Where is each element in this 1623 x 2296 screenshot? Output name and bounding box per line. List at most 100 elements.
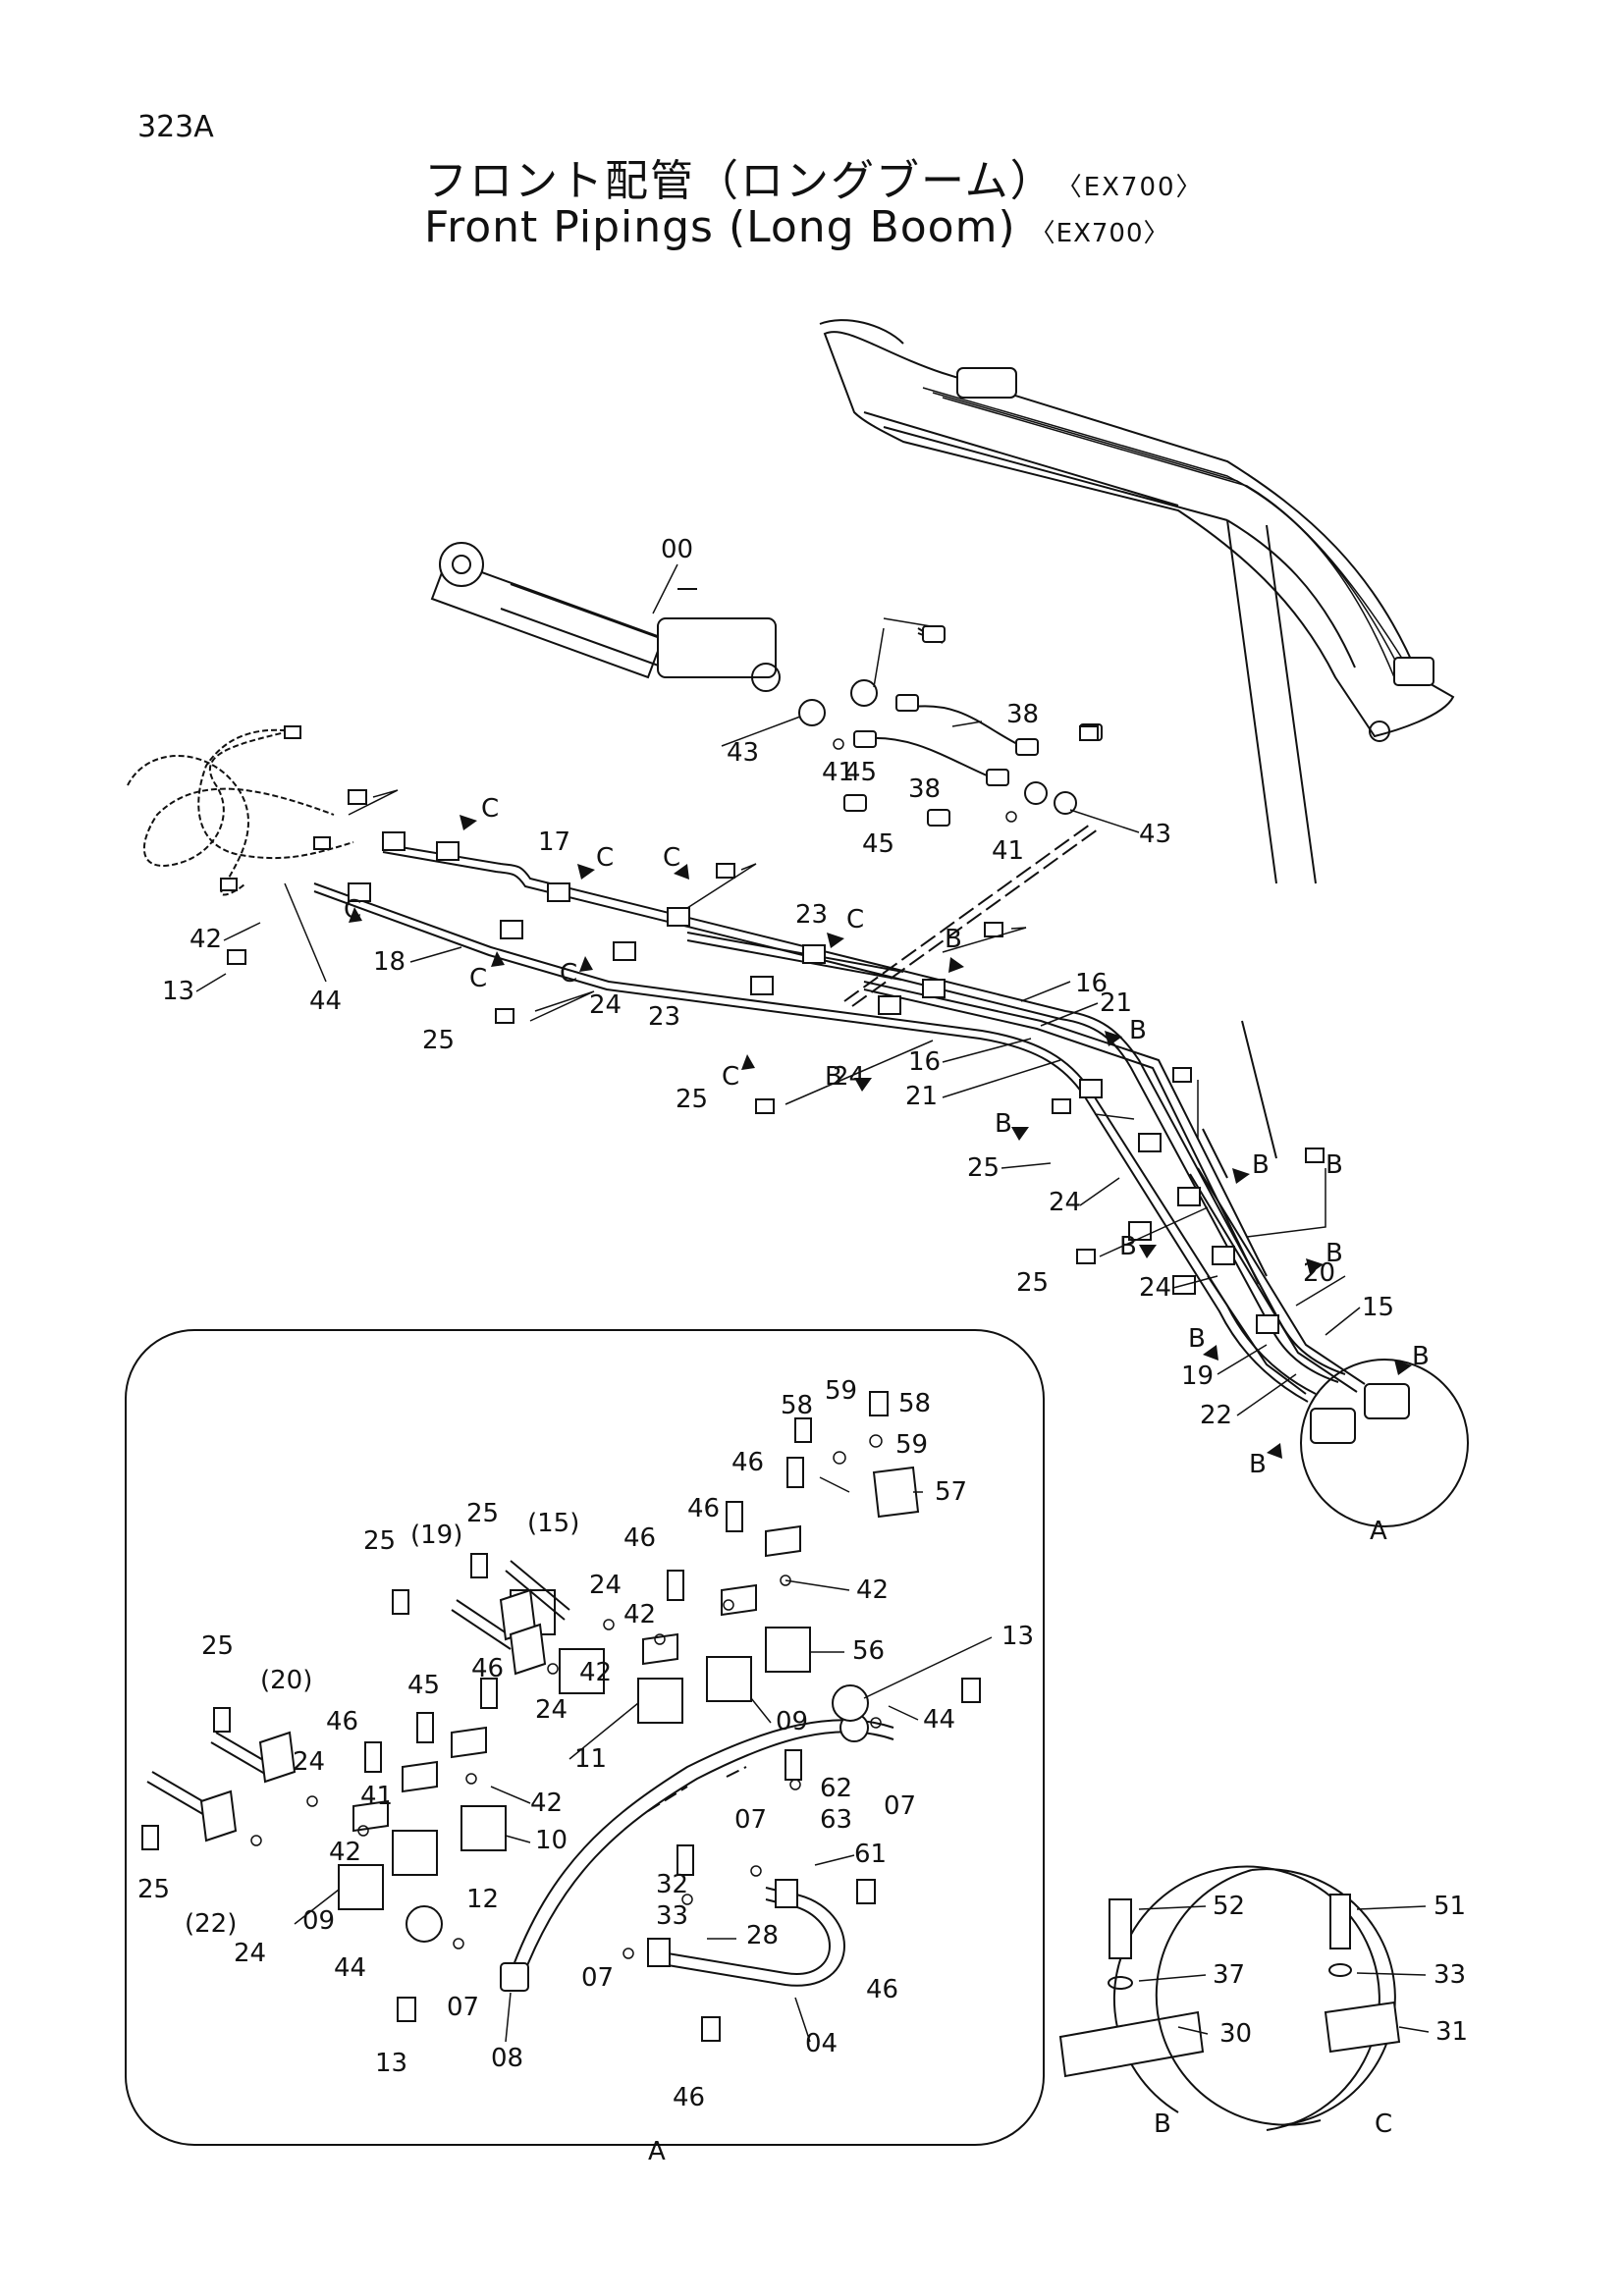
label-a42a: 42 bbox=[623, 1600, 656, 1629]
detail-a: A bbox=[125, 1329, 1045, 2166]
flexible-hoses bbox=[127, 725, 354, 896]
marker-c5: C bbox=[469, 964, 487, 993]
detail-callout-a-top: A bbox=[1370, 1517, 1387, 1546]
label-43a: 43 bbox=[727, 738, 759, 768]
label-a59b: 59 bbox=[895, 1430, 928, 1460]
page-title-japanese: フロント配管（ロングブーム） 〈EX700〉 bbox=[424, 145, 1204, 208]
label-a07b: 07 bbox=[734, 1805, 767, 1835]
label-c33: 33 bbox=[1434, 1960, 1466, 1990]
label-a07a: 07 bbox=[884, 1791, 916, 1821]
label-21a: 21 bbox=[1100, 988, 1132, 1018]
label-a09b: 09 bbox=[302, 1906, 335, 1936]
label-15: 15 bbox=[1362, 1293, 1394, 1322]
label-21b: 21 bbox=[905, 1082, 938, 1111]
label-b37: 37 bbox=[1213, 1960, 1245, 1990]
marker-b3: B bbox=[1129, 1016, 1147, 1045]
marker-c8: C bbox=[846, 905, 864, 934]
label-a44b: 44 bbox=[334, 1953, 366, 1983]
label-a42b: 42 bbox=[856, 1575, 889, 1605]
label-43b: 43 bbox=[1139, 820, 1171, 849]
detail-callout-b: B bbox=[1154, 2109, 1171, 2139]
label-24a: 24 bbox=[589, 990, 622, 1020]
label-a04: 04 bbox=[805, 2029, 838, 2058]
label-38a: 38 bbox=[1006, 700, 1039, 729]
label-a25b: 25 bbox=[363, 1526, 396, 1556]
label-38b: 38 bbox=[908, 774, 941, 804]
marker-b1: B bbox=[945, 925, 962, 954]
label-19: 19 bbox=[1181, 1362, 1214, 1391]
label-a46a: 46 bbox=[731, 1448, 764, 1477]
label-a58a: 58 bbox=[781, 1391, 813, 1420]
page-code: 323A bbox=[137, 110, 214, 144]
view-markers: C C C C C C C C B B B B B B B B B B B bbox=[344, 794, 1430, 1479]
label-a61: 61 bbox=[854, 1840, 887, 1869]
label-16a: 16 bbox=[1075, 969, 1108, 998]
hose-assembly-38: 38 38 43 43 41 41 45 45 bbox=[721, 617, 1171, 866]
label-a46e: 46 bbox=[471, 1654, 504, 1683]
label-a22: (22) bbox=[185, 1909, 237, 1939]
label-45b: 45 bbox=[862, 829, 894, 859]
marker-c7: C bbox=[722, 1062, 739, 1092]
label-23b: 23 bbox=[795, 900, 828, 930]
boom-overview bbox=[819, 319, 1455, 884]
label-24c: 24 bbox=[1049, 1188, 1081, 1217]
label-c31: 31 bbox=[1435, 2017, 1468, 2047]
label-a46c: 46 bbox=[623, 1523, 656, 1553]
label-a25a: 25 bbox=[466, 1499, 499, 1528]
label-a07d: 07 bbox=[581, 1963, 614, 1993]
label-a25c: 25 bbox=[201, 1631, 234, 1661]
label-a57: 57 bbox=[935, 1477, 967, 1507]
page-title-english: Front Pipings (Long Boom)〈EX700〉 bbox=[424, 202, 1170, 252]
label-a20: (20) bbox=[260, 1666, 312, 1695]
label-a41: 41 bbox=[360, 1782, 393, 1811]
marker-c3: C bbox=[663, 843, 680, 873]
label-22: 22 bbox=[1200, 1401, 1232, 1430]
label-44: 44 bbox=[309, 987, 342, 1016]
label-a11: 11 bbox=[574, 1744, 607, 1774]
label-a09a: 09 bbox=[776, 1707, 808, 1736]
label-a25d: 25 bbox=[137, 1875, 170, 1904]
label-25c: 25 bbox=[967, 1153, 1000, 1183]
label-b52: 52 bbox=[1213, 1892, 1245, 1921]
title-jp-text: フロント配管（ロングブーム） bbox=[424, 156, 1055, 206]
label-a28: 28 bbox=[746, 1921, 779, 1950]
label-25b: 25 bbox=[676, 1085, 708, 1114]
marker-b7: B bbox=[1325, 1239, 1343, 1268]
label-cylinder: 00 bbox=[661, 535, 693, 564]
label-23a: 23 bbox=[648, 1002, 680, 1032]
label-25a: 25 bbox=[422, 1026, 455, 1055]
bolts-top bbox=[227, 725, 1326, 1264]
marker-b9: B bbox=[1412, 1342, 1430, 1371]
label-a10: 10 bbox=[535, 1826, 568, 1855]
label-a13b: 13 bbox=[375, 2049, 407, 2078]
marker-b11: B bbox=[1325, 1150, 1343, 1180]
label-a12: 12 bbox=[466, 1885, 499, 1914]
marker-c2: C bbox=[596, 843, 614, 873]
label-a42d: 42 bbox=[530, 1789, 563, 1818]
label-42: 42 bbox=[189, 925, 222, 954]
label-25d: 25 bbox=[1016, 1268, 1049, 1298]
label-a24b: 24 bbox=[535, 1695, 568, 1725]
detail-callout-a-bottom: A bbox=[648, 2137, 666, 2166]
label-a46f: 46 bbox=[866, 1975, 898, 2004]
label-a42c: 42 bbox=[579, 1658, 612, 1687]
marker-b6: B bbox=[1119, 1232, 1137, 1261]
label-b30: 30 bbox=[1219, 2019, 1252, 2049]
label-a46g: 46 bbox=[673, 2083, 705, 2112]
label-a45: 45 bbox=[407, 1671, 440, 1700]
label-a44a: 44 bbox=[923, 1705, 955, 1735]
label-a32: 32 bbox=[656, 1870, 688, 1899]
label-a15: (15) bbox=[527, 1509, 579, 1538]
label-a13: 13 bbox=[1001, 1622, 1034, 1651]
detail-c: 51 33 31 C bbox=[1155, 1868, 1468, 2139]
label-a08: 08 bbox=[491, 2044, 523, 2073]
label-41b: 41 bbox=[992, 836, 1024, 866]
model-label-jp: 〈EX700〉 bbox=[1068, 173, 1204, 202]
label-a07c: 07 bbox=[447, 1993, 479, 2022]
marker-b8: B bbox=[1188, 1324, 1206, 1354]
label-c51: 51 bbox=[1434, 1892, 1466, 1921]
boom-cylinder: 00 bbox=[430, 535, 781, 692]
detail-callout-c: C bbox=[1375, 2109, 1392, 2139]
marker-c6: C bbox=[560, 959, 577, 988]
